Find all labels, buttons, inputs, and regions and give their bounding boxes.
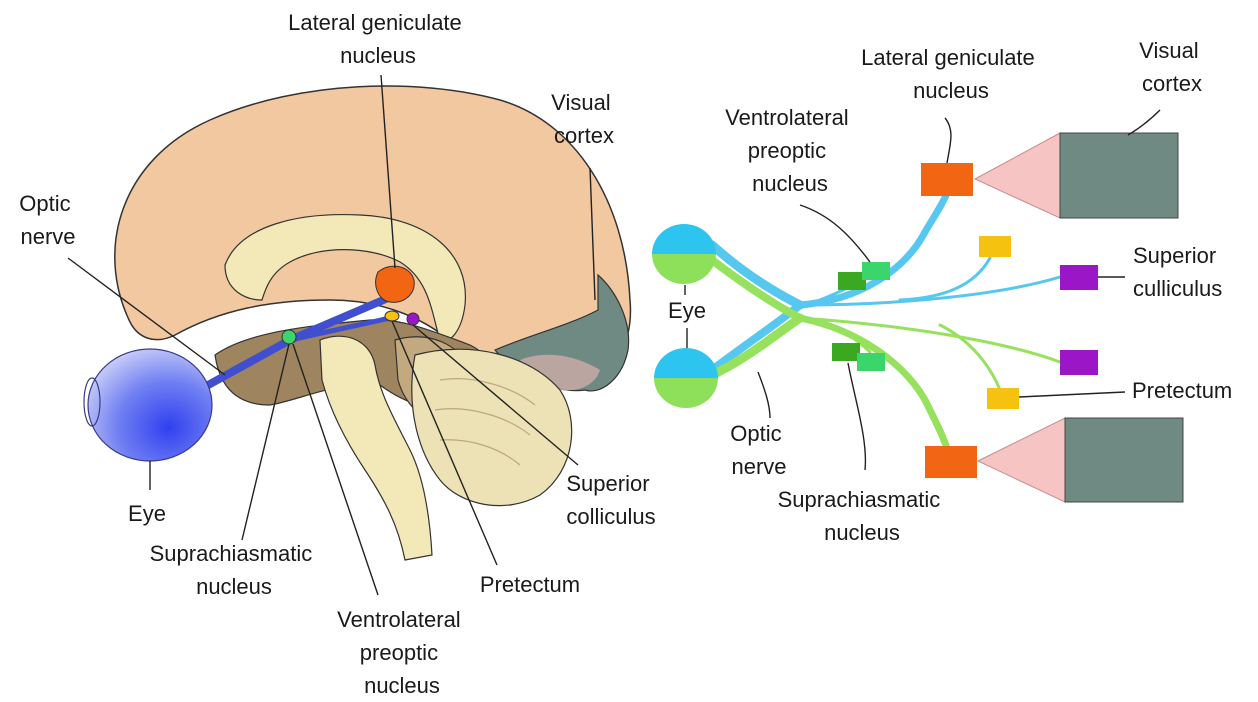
- lgn-box-bottom: [925, 446, 977, 478]
- label-visual-cortex-right: Visual cortex: [1139, 38, 1205, 96]
- label-scn-left: Suprachiasmatic nucleus: [150, 541, 319, 599]
- green-fiber-to-lgn: [800, 318, 948, 452]
- label-scn-right: Suprachiasmatic nucleus: [778, 487, 947, 545]
- leader-pretectum-right: [1019, 392, 1125, 397]
- vlpo-box-top-dark: [838, 272, 866, 290]
- pretectum-box-top: [979, 236, 1011, 257]
- label-lgn-left: Lateral geniculate nucleus: [288, 10, 468, 68]
- cortex-funnel-top: [975, 133, 1060, 218]
- leader-visual-cortex-right: [1128, 110, 1160, 135]
- label-optic-nerve-right: Optic nerve: [730, 421, 787, 479]
- label-pretectum-left: Pretectum: [480, 572, 580, 597]
- label-sc-right: Superior culliculus: [1133, 243, 1222, 301]
- eye-globe: [88, 349, 212, 461]
- vlpo-box-top-light: [862, 262, 890, 280]
- blue-fiber-to-lgn: [800, 190, 948, 305]
- scn-box-bottom-light: [857, 353, 885, 371]
- lateral-geniculate-nucleus: [376, 266, 415, 302]
- lgn-box-top: [921, 163, 973, 196]
- cortex-funnel-bottom: [978, 418, 1065, 502]
- green-fiber-main: [712, 318, 800, 375]
- label-superior-colliculus-left: Superior colliculus: [566, 471, 655, 529]
- right-schematic-diagram: Lateral geniculate nucleus Visual cortex…: [652, 38, 1232, 545]
- superior-colliculus-box-top: [1060, 265, 1098, 290]
- visual-cortex-box-top: [1060, 133, 1178, 218]
- green-fiber-cross: [712, 260, 800, 318]
- superior-colliculus-nucleus: [407, 313, 419, 325]
- suprachiasmatic-nucleus: [282, 330, 296, 344]
- label-eye-left: Eye: [128, 501, 166, 526]
- label-optic-nerve-left: Optic nerve: [19, 191, 76, 249]
- pretectum-nucleus: [385, 311, 399, 321]
- label-lgn-right: Lateral geniculate nucleus: [861, 45, 1041, 103]
- leader-scn-right: [848, 363, 865, 470]
- label-visual-cortex-left: Visual cortex: [551, 90, 617, 148]
- visual-cortex-box-bottom: [1065, 418, 1183, 502]
- left-brain-diagram: Lateral geniculate nucleus Visual cortex…: [19, 10, 655, 698]
- label-vlpo-left: Ventrolateral preoptic nucleus: [337, 607, 467, 698]
- pretectum-box-bottom: [987, 388, 1019, 409]
- label-vlpo-right: Ventrolateral preoptic nucleus: [725, 105, 855, 196]
- superior-colliculus-box-bottom: [1060, 350, 1098, 375]
- label-eye-right: Eye: [668, 298, 706, 323]
- leader-optic-nerve-right: [758, 372, 770, 418]
- eye-top: [652, 224, 716, 284]
- eye-bottom: [654, 348, 718, 408]
- leader-vlpo-right: [800, 205, 870, 262]
- leader-lgn-right: [945, 118, 951, 163]
- scn-box-bottom-dark: [832, 343, 860, 361]
- label-pretectum-right: Pretectum: [1132, 378, 1232, 403]
